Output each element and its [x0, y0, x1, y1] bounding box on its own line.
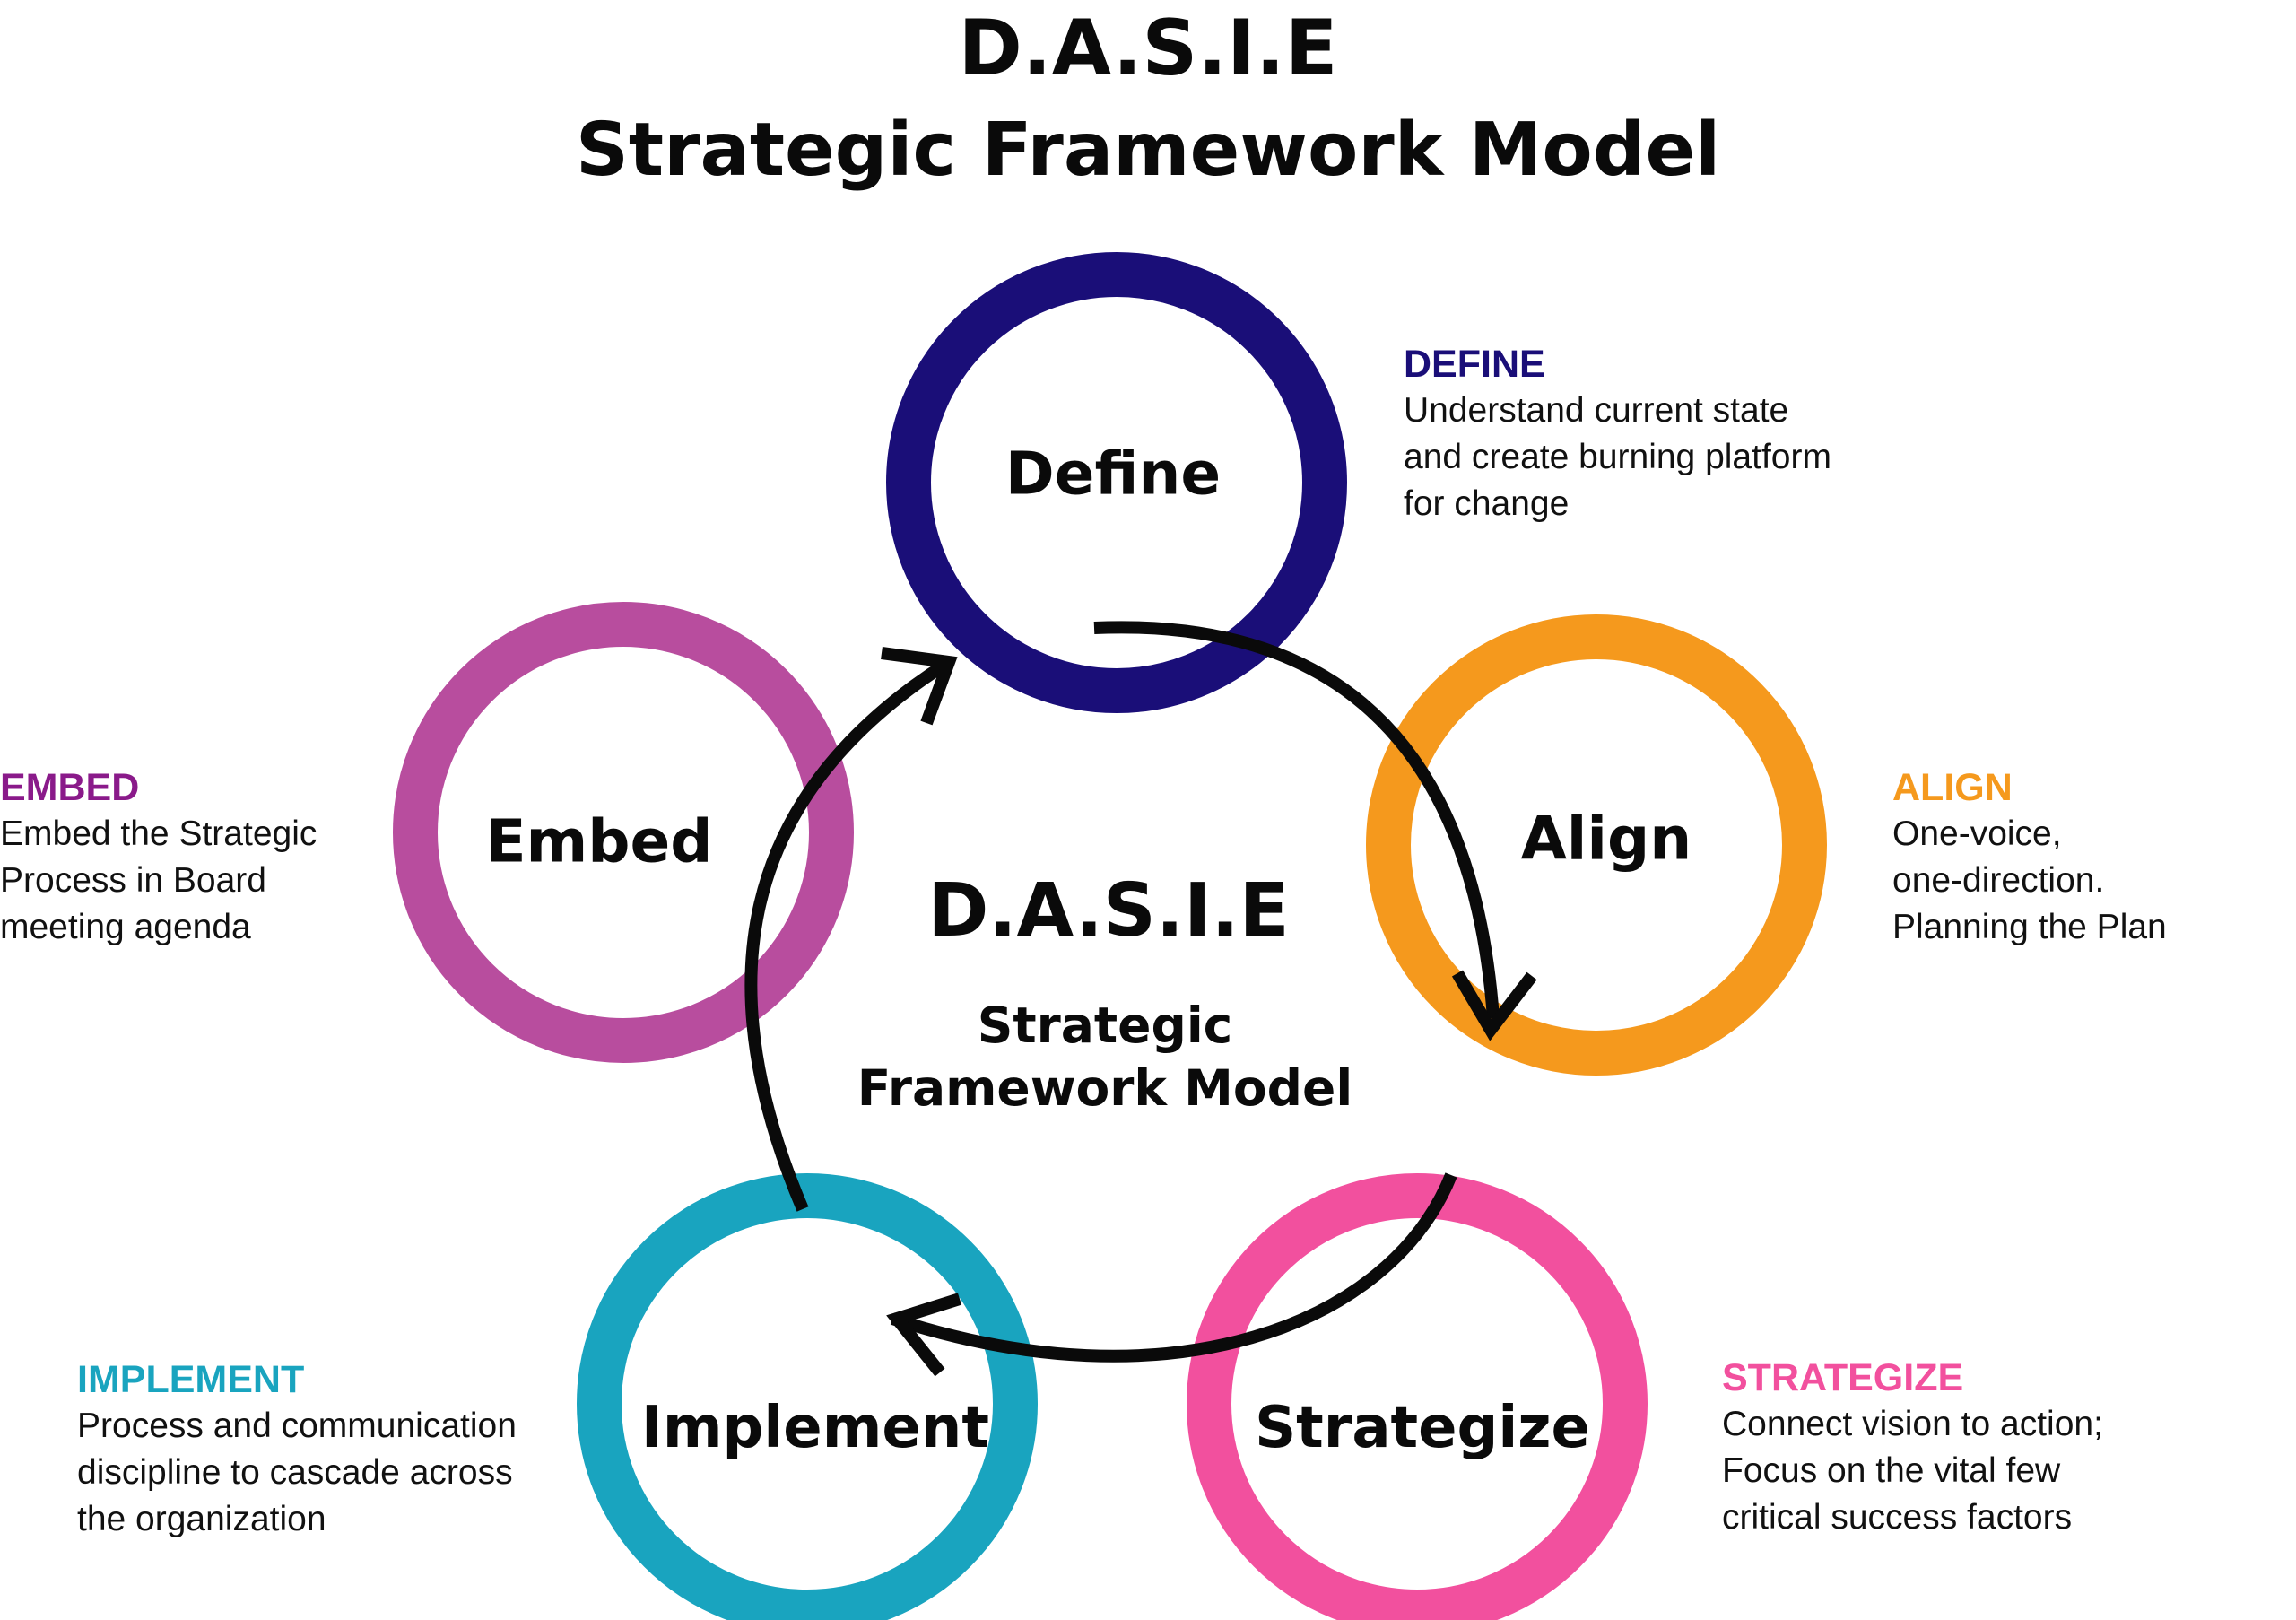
strategize-description-line: critical success factors [1722, 1498, 2073, 1537]
embed-node-label: Embed [485, 806, 713, 876]
define-heading: DEFINE [1404, 343, 1545, 386]
define-description-line: for change [1404, 484, 1570, 523]
cycle-arrow-head-define [881, 647, 958, 726]
strategize-node-label: Strategize [1255, 1395, 1590, 1461]
align-heading: ALIGN [1892, 766, 2013, 809]
implement-heading: IMPLEMENT [77, 1358, 305, 1401]
embed-heading: EMBED [0, 766, 140, 809]
align-node-label: Align [1520, 804, 1692, 874]
align-description-line: one-direction. [1892, 861, 2105, 900]
main-title-line2: Strategic Framework Model [575, 108, 1721, 193]
implement-description: IMPLEMENT Process and communication disc… [77, 1356, 517, 1543]
align-description-line: One-voice, [1892, 814, 2062, 853]
strategize-description-line: Focus on the vital few [1722, 1451, 2061, 1490]
cycle-arrow-implement-to-define [744, 658, 950, 1212]
implement-ring [577, 1173, 1038, 1620]
define-node-label: Define [1004, 439, 1222, 509]
define-description-line: Understand current state [1404, 391, 1789, 430]
implement-description-line: Process and communication [77, 1407, 517, 1445]
center-subtitle-line1: Strategic [977, 997, 1233, 1054]
define-description-line: and create burning platform [1404, 438, 1831, 476]
strategize-heading: STRATEGIZE [1722, 1356, 1964, 1399]
define-description: DEFINE Understand current state and crea… [1404, 341, 1831, 527]
implement-description-line: discipline to cascade across [77, 1453, 513, 1492]
embed-description-line: Process in Board [0, 861, 266, 900]
embed-ring [393, 602, 854, 1063]
main-title-line1: D.A.S.I.E [958, 4, 1338, 93]
align-ring [1366, 614, 1827, 1076]
strategize-description: STRATEGIZE Connect vision to action; Foc… [1722, 1354, 2103, 1541]
define-ring [886, 252, 1347, 713]
align-description-line: Planning the Plan [1892, 908, 2167, 946]
embed-description-line: meeting agenda [0, 908, 251, 946]
implement-node-label: Implement [641, 1395, 989, 1461]
cycle-arrow-define-to-align [1093, 621, 1500, 1019]
implement-description-line: the organization [77, 1500, 326, 1538]
embed-description-line: Embed the Strategic [0, 814, 317, 853]
strategize-ring [1187, 1173, 1648, 1620]
align-description: ALIGN One-voice, one-direction. Planning… [1892, 764, 2167, 951]
cycle-arrow-strategize-to-implement [890, 1172, 1457, 1363]
center-title: D.A.S.I.E [927, 868, 1290, 954]
cycle-arrow-head-align [1451, 970, 1537, 1041]
cycle-arrow-head-implement [886, 1293, 962, 1377]
center-subtitle-line2: Framework Model [857, 1059, 1353, 1117]
strategize-description-line: Connect vision to action; [1722, 1405, 2103, 1443]
embed-description: EMBED Embed the Strategic Process in Boa… [0, 764, 317, 951]
